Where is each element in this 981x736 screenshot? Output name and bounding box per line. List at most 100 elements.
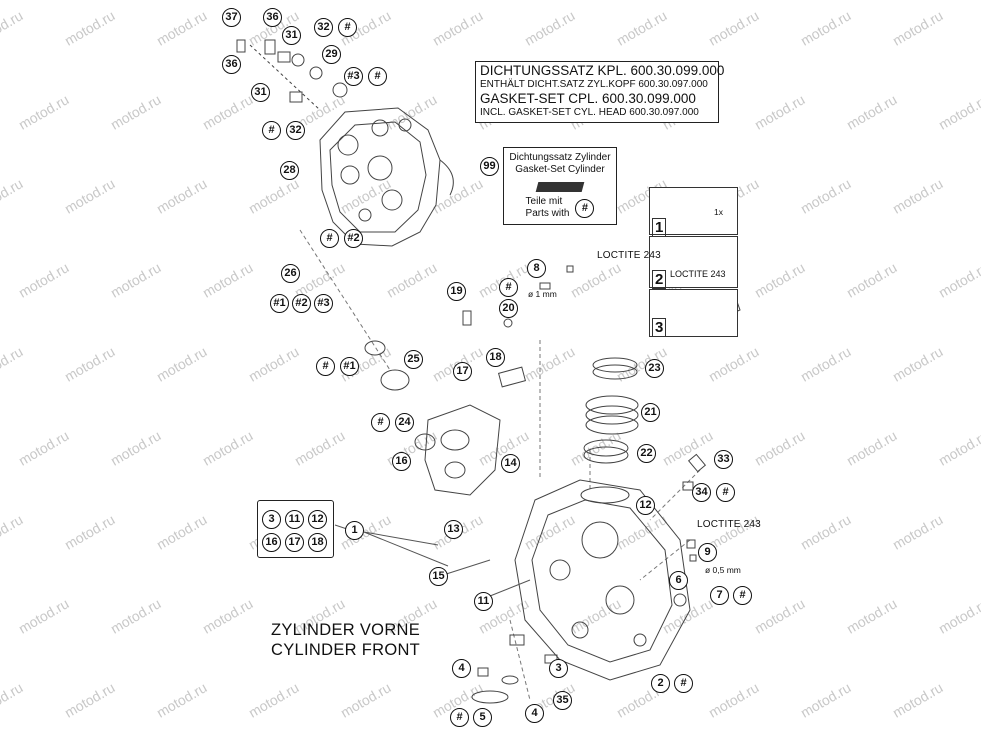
title-line-1: ZYLINDER VORNE [271, 621, 421, 639]
cylinder-body [514, 479, 691, 681]
step-box-2 [649, 236, 738, 288]
callout-6: 6 [669, 571, 688, 590]
callout-12: 12 [636, 496, 655, 515]
callout-11: 11 [285, 510, 304, 529]
callout-3: 3 [549, 659, 568, 678]
callout-18: 18 [486, 348, 505, 367]
cyl-gasket-line-4: Parts with [525, 208, 570, 219]
callout-19: 19 [447, 282, 466, 301]
bottom-hardware [471, 634, 558, 704]
callout-1: 1 [345, 521, 364, 540]
gasket-line-3: GASKET-SET CPL. 600.30.099.000 [480, 91, 696, 106]
cylinder-head-cover [319, 107, 454, 247]
callout-17: 17 [285, 533, 304, 552]
callout-hash-2: #2 [344, 229, 363, 248]
callout-7: 7 [710, 586, 729, 605]
callout-34: 34 [692, 483, 711, 502]
callout-16: 16 [392, 452, 411, 471]
callout-hash-2: #2 [292, 294, 311, 313]
callout-31: 31 [282, 26, 301, 45]
callout-3: 3 [262, 510, 281, 529]
diameter-label-top: ø 1 mm [528, 289, 557, 299]
callout-11: 11 [474, 592, 493, 611]
ktm-logo [535, 182, 585, 192]
callout-13: 13 [444, 520, 463, 539]
callout-2: 2 [651, 674, 670, 693]
diameter-label-right: ø 0,5 mm [705, 565, 741, 575]
parts-with-row: Teile mit Parts with # [504, 196, 616, 220]
gasket-set-box: DICHTUNGSSATZ KPL. 600.30.099.000 ENTHÄL… [475, 61, 725, 123]
callout-4: 4 [525, 704, 544, 723]
callout-5: 5 [473, 708, 492, 727]
callout-parts-hash: # [575, 198, 595, 218]
rocker-assembly [364, 340, 527, 496]
callout-23: 23 [645, 359, 664, 378]
callout-24: 24 [395, 413, 414, 432]
callout-hash: # [733, 586, 752, 605]
cyl-gasket-line-3: Teile mit [525, 196, 563, 207]
loctite-label-right: LOCTITE 243 [697, 519, 761, 530]
callout-29: 29 [322, 45, 341, 64]
step2-loctite: LOCTITE 243 [670, 269, 726, 279]
title-line-2: CYLINDER FRONT [271, 641, 421, 659]
callout-hash: # [450, 708, 469, 727]
callout-hash: # [368, 67, 387, 86]
callout-22: 22 [637, 444, 656, 463]
step-box-3 [649, 289, 738, 337]
callout-hash-1: #1 [270, 294, 289, 313]
guide-lines [299, 229, 701, 701]
callout-14: 14 [501, 454, 520, 473]
gasket-line-4: INCL. GASKET-SET CYL. HEAD 600.30.097.00… [480, 107, 699, 118]
callout-hash-3: #3 [344, 67, 363, 86]
gasket-line-1: DICHTUNGSSATZ KPL. 600.30.099.000 [480, 63, 725, 78]
callout-hash: # [499, 278, 518, 297]
callout-21: 21 [641, 403, 660, 422]
callout-35: 35 [553, 691, 572, 710]
callout-26: 26 [281, 264, 300, 283]
step-number-2: 2 [652, 270, 667, 289]
callout-hash: # [316, 357, 335, 376]
callout-hash-1: #1 [340, 357, 359, 376]
callout-36: 36 [263, 8, 282, 27]
callout-hash: # [262, 121, 281, 140]
top-small-parts [236, 39, 348, 111]
step1-note: 1x [714, 207, 723, 217]
leader-lines [334, 524, 531, 599]
step-number-3: 3 [652, 318, 667, 337]
cyl-gasket-line-1: Dichtungssatz Zylinder [509, 152, 611, 163]
callout-9: 9 [698, 543, 717, 562]
callout-25: 25 [404, 350, 423, 369]
piston-and-rings [580, 357, 639, 504]
callout-32: 32 [314, 18, 333, 37]
callout-4: 4 [452, 659, 471, 678]
callout-17: 17 [453, 362, 472, 381]
callout-hash-3: #3 [314, 294, 333, 313]
callout-16: 16 [262, 533, 281, 552]
callout-hash: # [674, 674, 693, 693]
step-box-1 [649, 187, 738, 235]
callout-99: 99 [480, 157, 499, 176]
callout-32: 32 [286, 121, 305, 140]
callout-hash: # [320, 229, 339, 248]
callout-18: 18 [308, 533, 327, 552]
loctite-label-top: LOCTITE 243 [597, 250, 661, 261]
callout-20: 20 [499, 299, 518, 318]
callout-15: 15 [429, 567, 448, 586]
callout-8: 8 [527, 259, 546, 278]
callout-31: 31 [251, 83, 270, 102]
callout-12: 12 [308, 510, 327, 529]
callout-33: 33 [714, 450, 733, 469]
cylinder-gasket-box: Dichtungssatz Zylinder Gasket-Set Cylind… [503, 147, 617, 225]
step-number-1: 1 [652, 218, 667, 237]
diagram-title: ZYLINDER VORNE CYLINDER FRONT [271, 620, 420, 660]
callout-36: 36 [222, 55, 241, 74]
callout-hash: # [338, 18, 357, 37]
callout-28: 28 [280, 161, 299, 180]
callout-37: 37 [222, 8, 241, 27]
gasket-line-2: ENTHÄLT DICHT.SATZ ZYL.KOPF 600.30.097.0… [480, 79, 708, 90]
cyl-gasket-line-2: Gasket-Set Cylinder [515, 164, 605, 175]
callout-hash: # [371, 413, 390, 432]
callout-hash: # [716, 483, 735, 502]
